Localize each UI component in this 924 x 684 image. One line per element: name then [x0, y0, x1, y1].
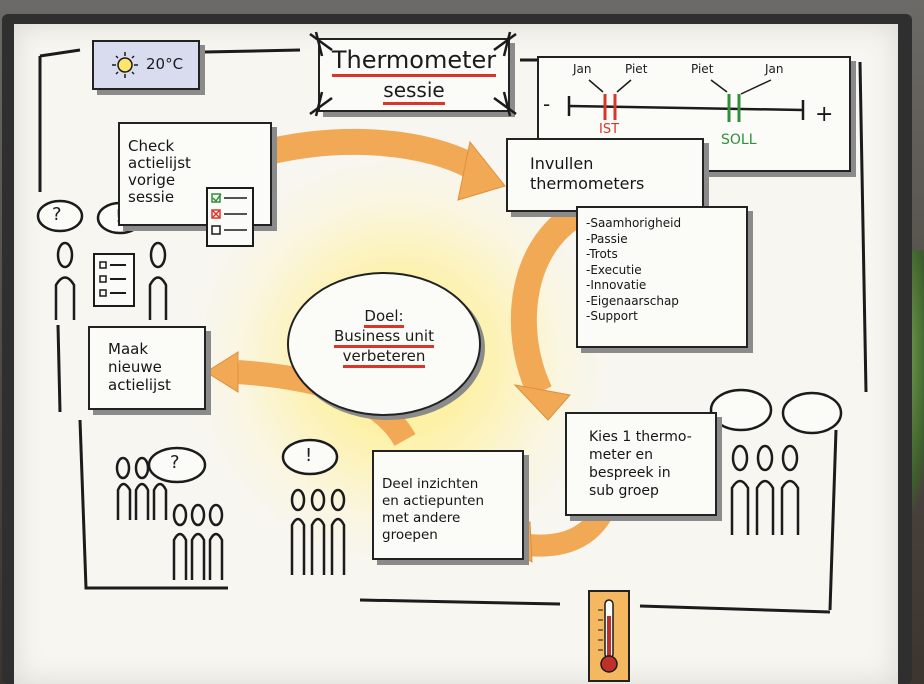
title-box: Thermometer sessie	[318, 38, 510, 112]
scale-plus: +	[815, 102, 834, 127]
people-pair-top-left	[54, 241, 168, 320]
theme-item: -Saamhorigheid	[586, 216, 682, 230]
scale-minus: -	[543, 92, 551, 116]
question-mark-icon: ?	[170, 452, 180, 473]
step-kies-line: meter en	[589, 447, 654, 463]
goal-line3: verbeteren	[342, 347, 426, 368]
exclamation-mark-icon: !	[305, 445, 313, 466]
step-invullen-line: thermometers	[530, 174, 645, 193]
step-kies-line: bespreek in	[589, 465, 671, 481]
step-check-line: actielijst	[128, 154, 191, 172]
theme-item: -Executie	[586, 262, 642, 277]
step-maak-actielijst: Maak nieuwe actielijst	[88, 326, 206, 410]
theme-item: -Eigenaarschap	[586, 293, 679, 308]
step-maak-line: nieuwe	[108, 358, 162, 376]
step-deel-inzichten: Deel inzichten en actiepunten met andere…	[372, 450, 524, 560]
question-mark-icon: ?	[52, 204, 62, 225]
themes-list: -Saamhorigheid -Passie -Trots -Executie …	[576, 206, 748, 348]
ist-name-jan: Jan	[573, 62, 592, 76]
soll-name-piet: Piet	[691, 62, 714, 76]
flow-arrow-check-to-invullen	[235, 128, 506, 201]
title-box-corner-marks	[309, 31, 517, 117]
weather-box: 20°C	[92, 40, 200, 90]
step-kies-line: Kies 1 thermo-	[589, 429, 692, 445]
temperature-label: 20°C	[146, 55, 184, 73]
step-maak-line: Maak	[108, 340, 149, 358]
step-deel-line: met andere	[382, 510, 461, 526]
theme-item: -Innovatie	[586, 278, 647, 292]
step-maak-line: actielijst	[108, 376, 171, 394]
people-group-middle	[290, 488, 346, 575]
goal-line2: Business unit	[334, 327, 434, 348]
checklist-icon	[206, 187, 254, 247]
goal-circle: Doel: Business unit verbeteren	[287, 272, 481, 416]
theme-item: -Passie	[586, 231, 628, 246]
step-kies-line: sub groep	[589, 483, 659, 499]
step-invullen-line: Invullen	[530, 154, 594, 173]
theme-item: -Trots	[586, 247, 618, 261]
title-line1: Thermometer	[331, 46, 497, 77]
people-group-right	[730, 444, 800, 535]
sun-icon	[112, 52, 138, 78]
step-deel-line: en actiepunten	[382, 493, 485, 509]
step-deel-line: groepen	[382, 527, 438, 543]
step-deel-line: Deel inzichten	[382, 476, 479, 492]
title-line2: sessie	[383, 78, 445, 105]
clipboard-icon	[93, 253, 135, 307]
thermometer-icon	[588, 590, 630, 682]
ist-name-piet: Piet	[625, 62, 648, 76]
soll-name-jan: Jan	[765, 62, 784, 76]
flow-arrow-invullen-to-kies	[510, 198, 592, 421]
step-check-line: Check	[128, 137, 175, 155]
theme-item: -Support	[586, 309, 638, 323]
ist-label: IST	[599, 122, 620, 137]
step-invullen-thermometers: Invullen thermometers	[506, 138, 704, 212]
goal-line1: Doel:	[364, 307, 404, 328]
soll-label: SOLL	[721, 132, 757, 148]
step-kies-thermometer: Kies 1 thermo- meter en bespreek in sub …	[565, 412, 717, 516]
step-check-line: vorige	[128, 171, 176, 189]
scale-line	[567, 79, 805, 122]
step-check-line: sessie	[128, 188, 175, 206]
